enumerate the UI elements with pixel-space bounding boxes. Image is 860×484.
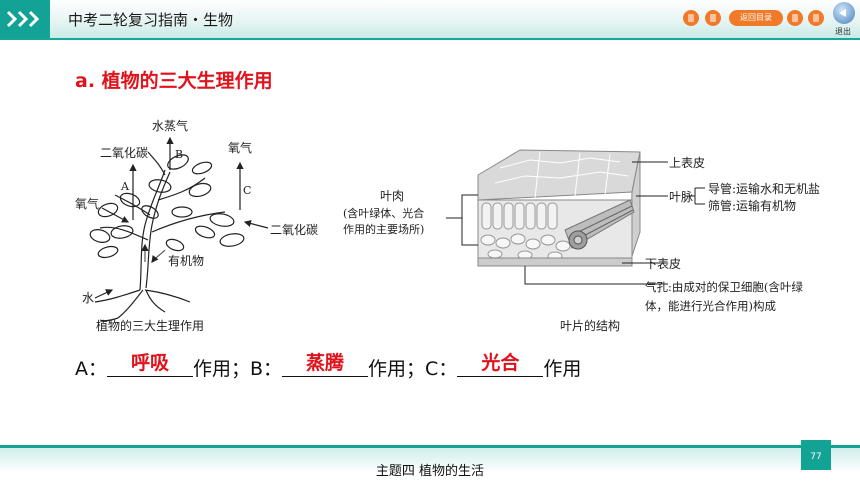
table-of-contents-button[interactable]: 返回目录 (729, 10, 783, 26)
exit-label[interactable]: 退出 (835, 27, 851, 36)
header-bar: 中考二轮复习指南・生物 返回目录 退出 (0, 0, 860, 40)
page-header-title: 中考二轮复习指南・生物 (68, 11, 234, 29)
label-stomata-2: 体，能进行光合作用)构成 (645, 299, 776, 313)
label-xylem: 导管:运输水和无机盐 (708, 181, 820, 196)
section-title: a. 植物的三大生理作用 (75, 70, 273, 92)
next-page-button[interactable] (787, 10, 803, 26)
chevron-logo-icon (0, 0, 50, 38)
label-water: 水 (82, 291, 94, 305)
label-oxygen-top: 氧气 (228, 140, 252, 155)
label-mesophyll-note-1: (含叶绿体、光合 (343, 206, 424, 220)
label-vein: 叶脉 (669, 189, 693, 204)
answer-c-text: 光合 (481, 352, 520, 374)
label-stomata-1: 气孔:由成对的保卫细胞(含叶绿 (645, 280, 803, 294)
prev-page-button[interactable] (705, 10, 721, 26)
page-number-badge: 77 (801, 440, 831, 470)
footer-topic: 主题四 植物的生活 (375, 464, 485, 479)
last-page-button[interactable] (808, 10, 824, 26)
answer-line: A： 呼吸 作用；B： 蒸腾 作用；C： 光合 作用 (75, 352, 582, 381)
label-organic-matter: 有机物 (168, 254, 204, 268)
caption-left-figure: 植物的三大生理作用 (96, 318, 204, 333)
leaf-cross-section (477, 149, 641, 267)
caption-right-figure: 叶片的结构 (560, 318, 620, 333)
answer-c-blank: 光合 (457, 352, 544, 377)
first-page-button[interactable] (683, 10, 699, 26)
answer-a-suffix: 作用；B： (193, 358, 283, 380)
label-b: B (175, 148, 183, 161)
answer-c-suffix: 作用 (543, 358, 582, 380)
label-oxygen-left: 氧气 (75, 196, 99, 211)
label-mesophyll-note-2: 作用的主要场所) (343, 222, 424, 236)
answer-b-blank: 蒸腾 (282, 352, 369, 377)
answer-b-text: 蒸腾 (306, 352, 345, 374)
answer-a-label: A： (75, 358, 107, 380)
footer-bar (0, 448, 860, 484)
label-co2-right: 二氧化碳 (270, 223, 318, 237)
left-figure-arrows (94, 136, 269, 299)
label-c: C (243, 184, 251, 197)
answer-a-blank: 呼吸 (107, 352, 193, 377)
label-lower-epidermis: 下表皮 (645, 257, 681, 271)
answer-b-suffix: 作用；C： (368, 358, 458, 380)
label-phloem: 筛管:运输有机物 (708, 198, 796, 213)
plant-illustration (89, 151, 245, 322)
leaf-leader-lines (446, 161, 705, 285)
footer-divider (0, 445, 860, 448)
answer-a-text: 呼吸 (130, 352, 169, 374)
label-upper-epidermis: 上表皮 (669, 156, 705, 170)
exit-icon[interactable] (833, 2, 855, 24)
label-mesophyll: 叶肉 (380, 189, 404, 203)
label-a: A (120, 180, 130, 193)
label-water-vapor: 水蒸气 (152, 118, 188, 133)
label-co2-top: 二氧化碳 (100, 146, 148, 160)
